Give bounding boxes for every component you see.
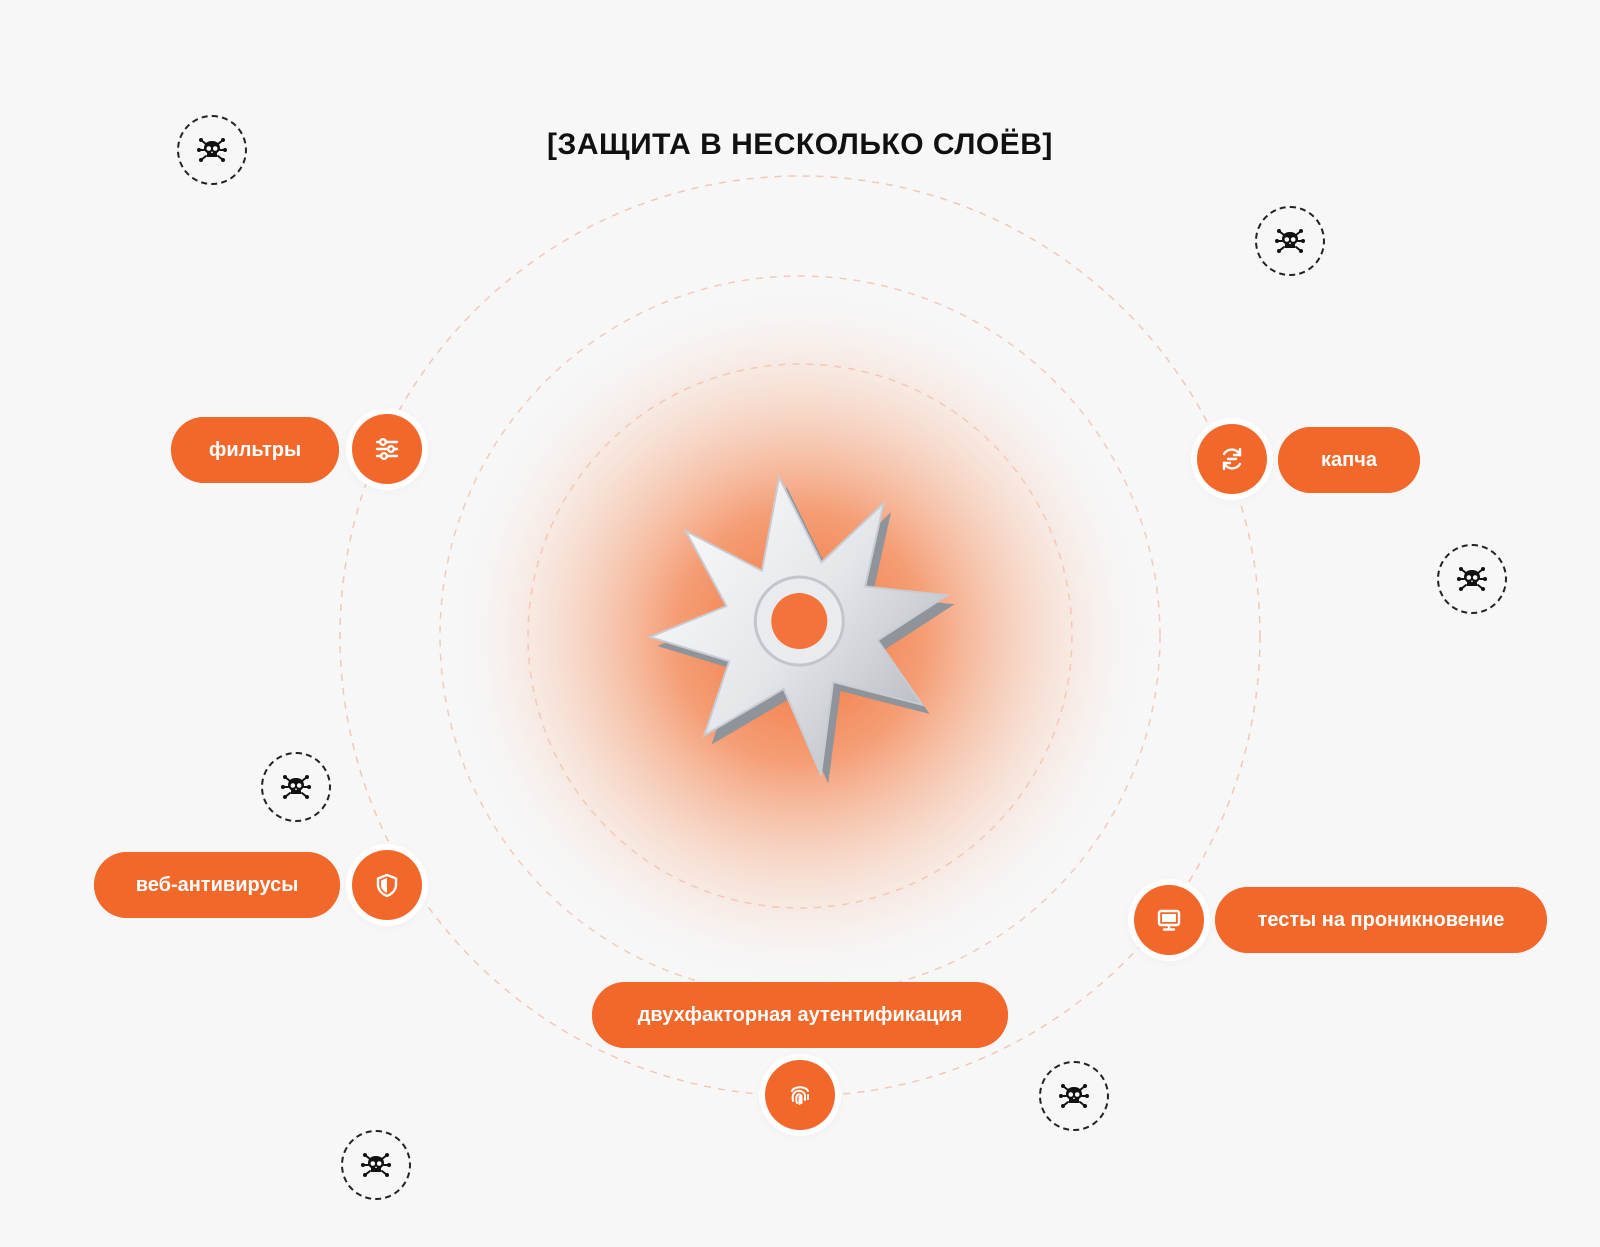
refresh-captcha-icon <box>1222 447 1242 471</box>
threat-marker <box>261 752 331 822</box>
gear-star-icon <box>647 474 955 784</box>
page-title: [ЗАЩИТА В НЕСКОЛЬКО СЛОЁВ] <box>547 128 1053 161</box>
fingerprint-icon <box>791 1086 809 1105</box>
layer-pentest-node[interactable] <box>1128 879 1210 961</box>
layer-captcha-label[interactable]: капча <box>1278 427 1420 493</box>
threat-marker <box>341 1130 411 1200</box>
virus-skull-icon <box>361 1153 391 1177</box>
virus-skull-icon <box>1275 229 1305 253</box>
virus-skull-icon <box>1059 1084 1089 1108</box>
orbit-outer <box>339 175 1261 1097</box>
layer-2fa-node[interactable] <box>759 1054 841 1136</box>
virus-skull-icon <box>281 775 311 799</box>
layer-filters-node[interactable] <box>346 408 428 490</box>
layer-filters-label[interactable]: фильтры <box>171 417 339 483</box>
layer-antivirus-node[interactable] <box>346 844 428 926</box>
layer-filters-text: фильтры <box>208 438 302 461</box>
layer-2fa-text: двухфакторная аутентификация <box>637 1003 963 1026</box>
virus-skull-icon <box>197 138 227 162</box>
threat-marker <box>1039 1061 1109 1131</box>
layer-pentest-text: тесты на проникновение <box>1257 908 1505 931</box>
layer-pentest-label[interactable]: тесты на проникновение <box>1215 887 1547 953</box>
virus-skull-icon <box>1457 567 1487 591</box>
layer-2fa-label[interactable]: двухфакторная аутентификация <box>592 982 1008 1048</box>
threat-marker <box>177 115 247 185</box>
threat-marker <box>1437 544 1507 614</box>
threat-marker <box>1255 206 1325 276</box>
shield-icon <box>376 873 398 898</box>
monitor-icon <box>1157 909 1181 931</box>
orbit-inner <box>527 363 1073 909</box>
layer-captcha-node[interactable] <box>1191 418 1273 500</box>
layer-antivirus-text: веб-антивирусы <box>135 873 299 896</box>
sliders-icon <box>375 438 399 461</box>
layer-captcha-text: капча <box>1321 448 1377 471</box>
layer-antivirus-label[interactable]: веб-антивирусы <box>94 852 340 918</box>
